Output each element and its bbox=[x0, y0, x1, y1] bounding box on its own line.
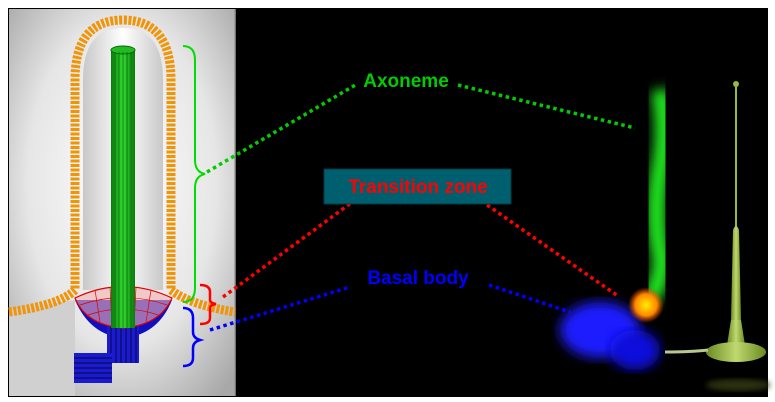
cilium-model-panel bbox=[8, 9, 236, 396]
basal-body-barrel bbox=[107, 325, 139, 363]
basal-body-label: Basal body bbox=[367, 268, 469, 289]
fluorescence-micrograph bbox=[560, 88, 673, 370]
basal-body-bracket bbox=[182, 306, 205, 368]
axoneme-bracket bbox=[182, 45, 206, 303]
transition-zone-label: Transition zone bbox=[348, 177, 487, 198]
transition-zone-bracket bbox=[199, 283, 217, 326]
leader-lines bbox=[206, 82, 636, 332]
axoneme-fluorescence bbox=[642, 88, 673, 304]
antenna-illustration bbox=[664, 81, 770, 391]
transition-zone-fluorescence bbox=[628, 287, 664, 323]
transition-zone-label-box bbox=[323, 168, 512, 205]
axoneme-label: Axoneme bbox=[363, 71, 449, 92]
ciliary-membrane bbox=[8, 15, 236, 317]
